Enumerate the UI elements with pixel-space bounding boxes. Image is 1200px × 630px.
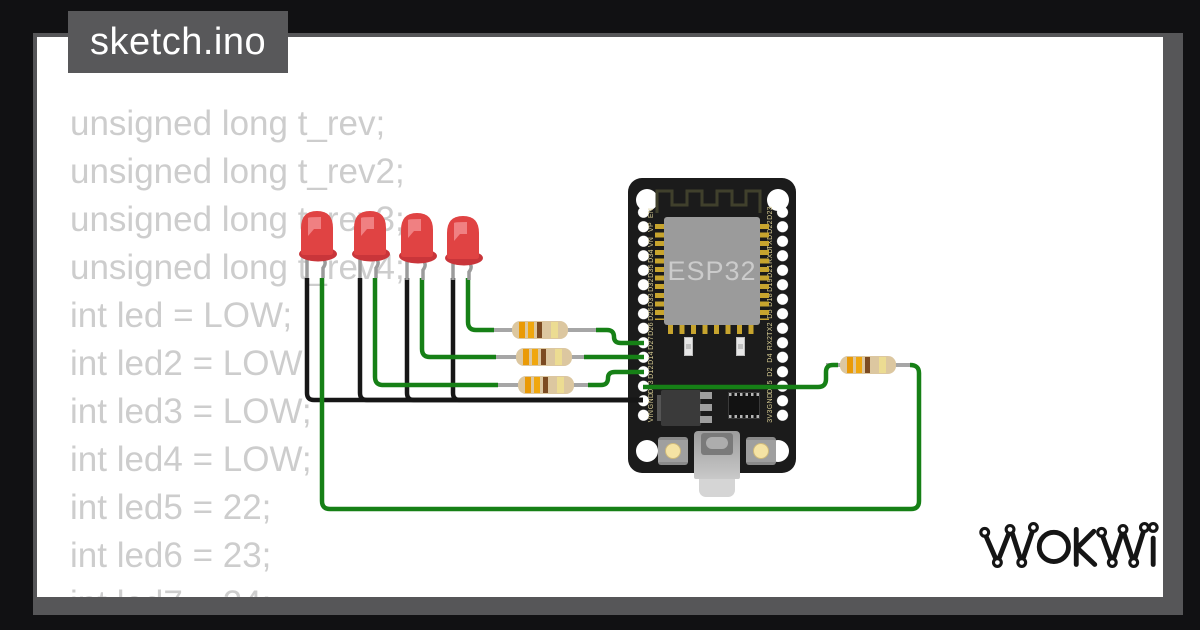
logo-node <box>1138 522 1150 533</box>
pin-label: 3V3 <box>767 408 774 423</box>
resistor-band <box>525 377 531 393</box>
file-tab: sketch.ino <box>68 11 288 73</box>
resistor-band <box>557 377 564 393</box>
regulator-leg <box>700 416 712 423</box>
led-red-1[interactable] <box>295 208 339 280</box>
code-line: int led4 = LOW; <box>70 440 312 479</box>
chip-label: ESP32 <box>667 255 757 286</box>
resistor-band <box>537 322 542 338</box>
file-name: sketch.ino <box>90 20 267 63</box>
code-line: int led7 = 24; <box>70 580 405 597</box>
led-highlight <box>308 217 321 236</box>
pin-label: VIN <box>648 409 655 422</box>
logo-node <box>1106 557 1118 568</box>
smd-component <box>736 337 745 356</box>
logo-node <box>1128 557 1140 568</box>
resistor-band <box>555 349 562 365</box>
usb-uart-chip <box>728 392 760 419</box>
resistor-band <box>879 357 886 373</box>
resistor-4[interactable] <box>840 356 896 374</box>
code-line: int led = LOW; <box>70 296 293 335</box>
esp32-devkit-board[interactable]: EN VP VN D34 D35 D32 D33 D25 D26 D27 D14… <box>628 178 796 497</box>
resistor-band <box>865 357 870 373</box>
code-line: int led2 = LOW; <box>70 344 312 383</box>
led-red-2[interactable] <box>348 208 392 280</box>
usb-connector-tip <box>699 479 735 497</box>
logo-letter-o <box>1036 529 1071 564</box>
resistor-band <box>519 322 525 338</box>
pin-header-right[interactable] <box>775 205 789 423</box>
esp32-module-chip: ESP32 <box>664 217 760 325</box>
chip-pads-right <box>760 224 769 320</box>
chip-pads-bottom <box>668 325 758 334</box>
logo-node <box>1004 523 1016 535</box>
code-line: int led5 = 22; <box>70 488 272 527</box>
led-highlight <box>408 219 421 238</box>
resistor-band <box>551 322 558 338</box>
logo-node <box>1027 522 1039 533</box>
resistor-2[interactable] <box>516 348 572 366</box>
usb-opening-inner <box>706 437 728 449</box>
led-highlight <box>361 217 374 236</box>
wokwi-logo <box>979 522 1159 568</box>
logo-letter-k <box>1073 526 1098 567</box>
led-red-3[interactable] <box>395 210 439 282</box>
logo-node <box>991 557 1003 568</box>
resistor-band <box>532 349 538 365</box>
antenna-trace <box>655 189 762 213</box>
boot-button[interactable] <box>746 437 776 465</box>
voltage-regulator <box>661 390 701 426</box>
logo-node <box>1096 526 1108 538</box>
resistor-1[interactable] <box>512 321 568 339</box>
code-line: int led3 = LOW; <box>70 392 312 431</box>
chip-pin-row <box>729 415 759 418</box>
canvas-card: unsigned long t_rev; unsigned long t_rev… <box>37 37 1163 597</box>
resistor-band <box>523 349 529 365</box>
chip-pin-row <box>729 393 759 396</box>
regulator-leg <box>700 404 712 411</box>
resistor-band <box>847 357 853 373</box>
chip-pads-left <box>655 224 664 320</box>
logo-node <box>979 526 991 538</box>
resistor-band <box>543 377 548 393</box>
resistor-band <box>541 349 546 365</box>
mounting-hole <box>636 440 658 462</box>
logo-node <box>1016 557 1028 568</box>
en-button[interactable] <box>658 437 688 465</box>
logo-node <box>1117 523 1129 535</box>
code-snippet: unsigned long t_rev; unsigned long t_rev… <box>70 100 405 597</box>
resistor-band <box>534 377 540 393</box>
regulator-leg <box>700 392 712 399</box>
code-line: unsigned long t_rev2; <box>70 152 405 191</box>
smd-component <box>684 337 693 356</box>
resistor-band <box>856 357 862 373</box>
resistor-3[interactable] <box>518 376 574 394</box>
code-line: int led6 = 23; <box>70 536 272 575</box>
led-red-4[interactable] <box>441 214 485 282</box>
resistor-band <box>528 322 534 338</box>
code-line: unsigned long t_rev; <box>70 104 386 143</box>
led-highlight <box>454 222 467 241</box>
logo-node <box>1147 522 1159 533</box>
